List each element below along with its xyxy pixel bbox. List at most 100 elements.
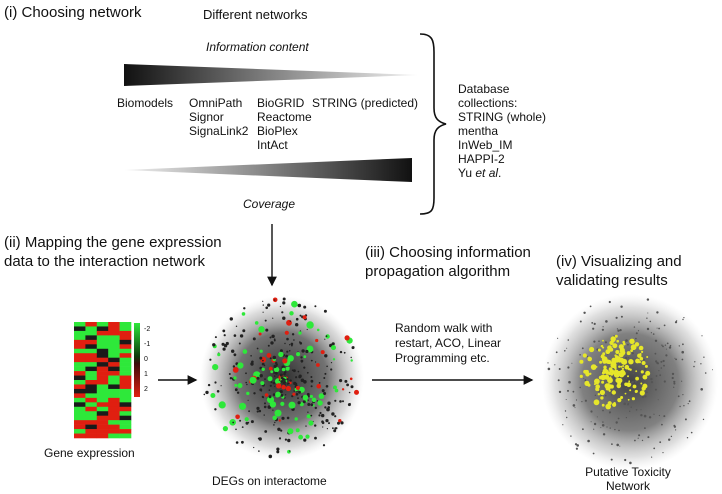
heatmap-cell — [119, 339, 132, 345]
heatmap-cell — [119, 366, 132, 372]
network-node — [273, 339, 276, 342]
network-node — [645, 391, 648, 394]
heatmap-cell — [96, 420, 109, 425]
network-node — [210, 393, 216, 398]
network-node — [233, 376, 237, 380]
network-node — [325, 385, 329, 388]
network-node — [289, 320, 291, 322]
network-node — [621, 358, 628, 365]
network-node — [635, 337, 637, 340]
network-node — [346, 383, 349, 387]
network-node — [630, 406, 632, 408]
heatmap-cell — [74, 371, 86, 376]
heatmap-color-scale — [134, 323, 140, 397]
heatmap-cell — [108, 335, 120, 341]
network-node — [581, 347, 584, 350]
network-node — [625, 339, 628, 342]
heatmap-cell — [74, 375, 86, 381]
network-node — [658, 414, 661, 417]
network-node — [662, 345, 664, 348]
network-node — [306, 321, 314, 329]
coverage-label: Coverage — [243, 197, 296, 211]
coverage-wedge — [124, 158, 412, 182]
network-node — [646, 327, 650, 331]
network-node — [314, 406, 317, 410]
network-node — [280, 380, 284, 383]
network-node — [286, 416, 290, 420]
network-node — [593, 322, 596, 325]
network-node — [305, 349, 309, 354]
network-node — [575, 399, 578, 401]
network-node — [318, 382, 321, 384]
network-node — [203, 393, 206, 396]
network-node — [598, 340, 600, 343]
network-node — [281, 416, 285, 420]
network-node — [228, 373, 231, 375]
network-node — [264, 378, 266, 380]
network-node — [325, 335, 328, 338]
network-node — [622, 340, 625, 344]
network-node — [343, 351, 346, 354]
network-node — [633, 326, 636, 328]
network-node — [637, 353, 642, 358]
network-node — [650, 332, 653, 334]
network-node — [319, 411, 322, 415]
network-node — [652, 333, 655, 335]
network-node — [602, 409, 604, 412]
heatmap-cell — [74, 406, 86, 412]
network-node — [630, 381, 633, 384]
network-node — [638, 321, 640, 323]
network-node — [326, 407, 330, 412]
network-node — [316, 328, 320, 332]
network-node — [618, 352, 624, 358]
network-node — [668, 346, 672, 349]
network-node — [293, 369, 296, 373]
network-node — [622, 360, 625, 363]
network-node — [627, 357, 629, 359]
algorithm-line: Programming etc. — [395, 351, 490, 365]
network-node — [597, 348, 601, 352]
network-node — [616, 443, 619, 447]
network-node — [232, 421, 235, 424]
heatmap-cell — [74, 429, 86, 434]
network-node — [258, 409, 262, 413]
network-node — [232, 365, 236, 368]
network-node — [216, 390, 220, 393]
network-node — [285, 366, 290, 371]
heatmap-cell — [108, 388, 120, 394]
network-node — [225, 341, 229, 346]
network-node — [593, 340, 596, 343]
network-node — [306, 371, 309, 374]
step2-title-line2: data to the interaction network — [4, 253, 205, 270]
network-node — [234, 383, 238, 387]
heatmap-cell — [85, 388, 98, 394]
network-node — [333, 385, 337, 390]
network-node — [282, 316, 286, 320]
heatmap-cell — [108, 371, 120, 376]
network-node — [286, 319, 292, 326]
heatmap-cell — [96, 326, 109, 332]
heatmap-cell — [74, 424, 86, 430]
network-node — [266, 353, 272, 358]
network-node — [675, 429, 677, 431]
network-node — [324, 372, 327, 375]
network-node — [339, 350, 343, 354]
network-node — [635, 332, 638, 335]
network-node — [274, 421, 276, 424]
network-node — [282, 301, 286, 305]
network-node — [673, 425, 677, 428]
network-node — [590, 410, 593, 413]
network-node — [595, 366, 598, 368]
heatmap-cell — [119, 322, 132, 327]
heatmap-cell — [96, 362, 109, 367]
network-node — [331, 342, 335, 346]
network-node — [629, 389, 632, 392]
network-node — [241, 440, 244, 444]
network-name: IntAct — [257, 138, 288, 152]
network-node — [654, 352, 657, 355]
heatmap-cell — [108, 344, 120, 350]
network-node — [299, 342, 303, 345]
network-node — [582, 428, 584, 431]
network-node — [314, 436, 317, 440]
network-node — [640, 382, 643, 385]
